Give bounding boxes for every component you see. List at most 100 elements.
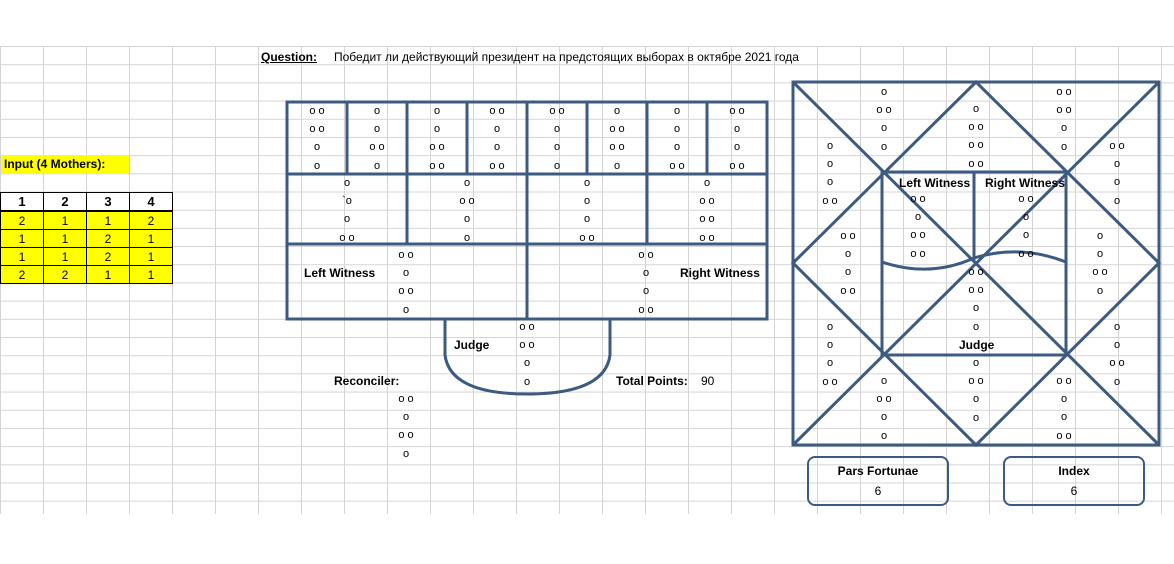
figure-row: o o — [822, 375, 838, 388]
figure-row: o o — [1056, 429, 1072, 442]
figure-row: o o — [638, 303, 654, 316]
mother-cell[interactable]: 1 — [129, 229, 173, 248]
figure-row: o — [1113, 375, 1121, 388]
figure-row: o — [972, 302, 980, 315]
figure-row: o o — [1109, 140, 1125, 152]
figure-row: o — [880, 411, 888, 424]
figure-row: o — [880, 140, 888, 153]
mother-cell[interactable]: 2 — [0, 210, 44, 230]
figure-row: o — [402, 303, 410, 316]
figure-row: o — [972, 357, 980, 369]
figure-row: o o — [1092, 266, 1108, 279]
mother-cell[interactable]: 1 — [86, 210, 130, 230]
index-box: Index 6 — [1003, 456, 1145, 506]
input-label[interactable]: Input (4 Mothers): — [1, 155, 129, 173]
figure-row: o — [1113, 176, 1121, 189]
mother-cell[interactable]: 1 — [86, 265, 130, 284]
figure-row: o — [553, 159, 561, 172]
figure-row: o — [313, 141, 321, 154]
figure-row: o — [402, 411, 410, 424]
figure-row: o — [826, 339, 834, 352]
index-label: Index — [1058, 464, 1090, 478]
total-points-value[interactable]: 90 — [701, 374, 715, 388]
mother-header[interactable]: 4 — [129, 192, 173, 212]
figure-row: o o — [638, 249, 654, 261]
figure-row: o — [523, 357, 531, 370]
figure-row: o — [1022, 229, 1030, 242]
figure-row: o — [1113, 321, 1121, 333]
figure-row: o o — [549, 105, 565, 117]
figure-row: o o — [309, 105, 325, 117]
figure-row: o — [343, 177, 351, 189]
figure-row: o o — [910, 247, 926, 260]
figure-row: o o — [840, 284, 856, 297]
judge-shape — [443, 319, 612, 396]
mother-header[interactable]: 1 — [0, 192, 44, 212]
index-value[interactable]: 6 — [1070, 484, 1078, 498]
figure-row: o o — [910, 193, 926, 205]
mothers-table: 1 2 3 4 2 1 1 2 1 1 2 1 1 1 2 1 2 2 1 1 — [0, 192, 173, 284]
figure-row: o o — [1109, 357, 1125, 370]
mother-cell[interactable]: 2 — [129, 210, 173, 230]
figure-row: o o — [609, 141, 625, 154]
shield-judge-label: Judge — [454, 338, 490, 352]
figure-row: o — [703, 177, 711, 189]
figure-row: o o — [459, 195, 475, 208]
mother-cell[interactable]: 2 — [86, 229, 130, 248]
figure-row: o o — [398, 393, 414, 405]
figure-row: o — [373, 105, 381, 117]
figure-row: o o — [822, 194, 838, 207]
figure-row: o o — [968, 121, 984, 134]
figure-row: o o — [1056, 104, 1072, 117]
figure-row: o o — [968, 157, 984, 170]
figure-row: o — [972, 393, 980, 406]
mother-cell[interactable]: 1 — [43, 210, 87, 230]
figure-row: o — [433, 105, 441, 117]
figure-row: o — [1060, 393, 1068, 406]
mother-cell[interactable]: 1 — [43, 229, 87, 248]
figure-row: o o — [968, 375, 984, 388]
pars-fortunae-value[interactable]: 6 — [874, 484, 882, 498]
figure-row: o — [826, 140, 834, 152]
figure-row: o o — [729, 105, 745, 117]
mother-cell[interactable]: 2 — [43, 265, 87, 284]
mother-cell[interactable]: 2 — [86, 247, 130, 266]
figure-row: o — [613, 159, 621, 172]
figure-row: o — [493, 123, 501, 136]
house-judge-label: Judge — [959, 338, 995, 352]
figure-row: o — [553, 123, 561, 136]
figure-row: o — [673, 123, 681, 136]
mother-cell[interactable]: 1 — [129, 247, 173, 266]
figure-row: `o — [342, 195, 352, 208]
pars-fortunae-box: Pars Fortunae 6 — [807, 456, 949, 506]
question-text[interactable]: Победит ли действующий президент на пред… — [334, 50, 799, 64]
figure-row: o — [583, 195, 591, 208]
mother-header[interactable]: 2 — [43, 192, 87, 212]
figure-row: o o — [968, 266, 984, 278]
figure-row: o — [463, 213, 471, 226]
figure-row: o o — [910, 229, 926, 242]
figure-row: o — [373, 123, 381, 136]
mother-cell[interactable]: 1 — [129, 265, 173, 284]
figure-row: o — [1113, 339, 1121, 352]
figure-row: o o — [609, 123, 625, 136]
shield-right-witness-label: Right Witness — [680, 266, 760, 280]
